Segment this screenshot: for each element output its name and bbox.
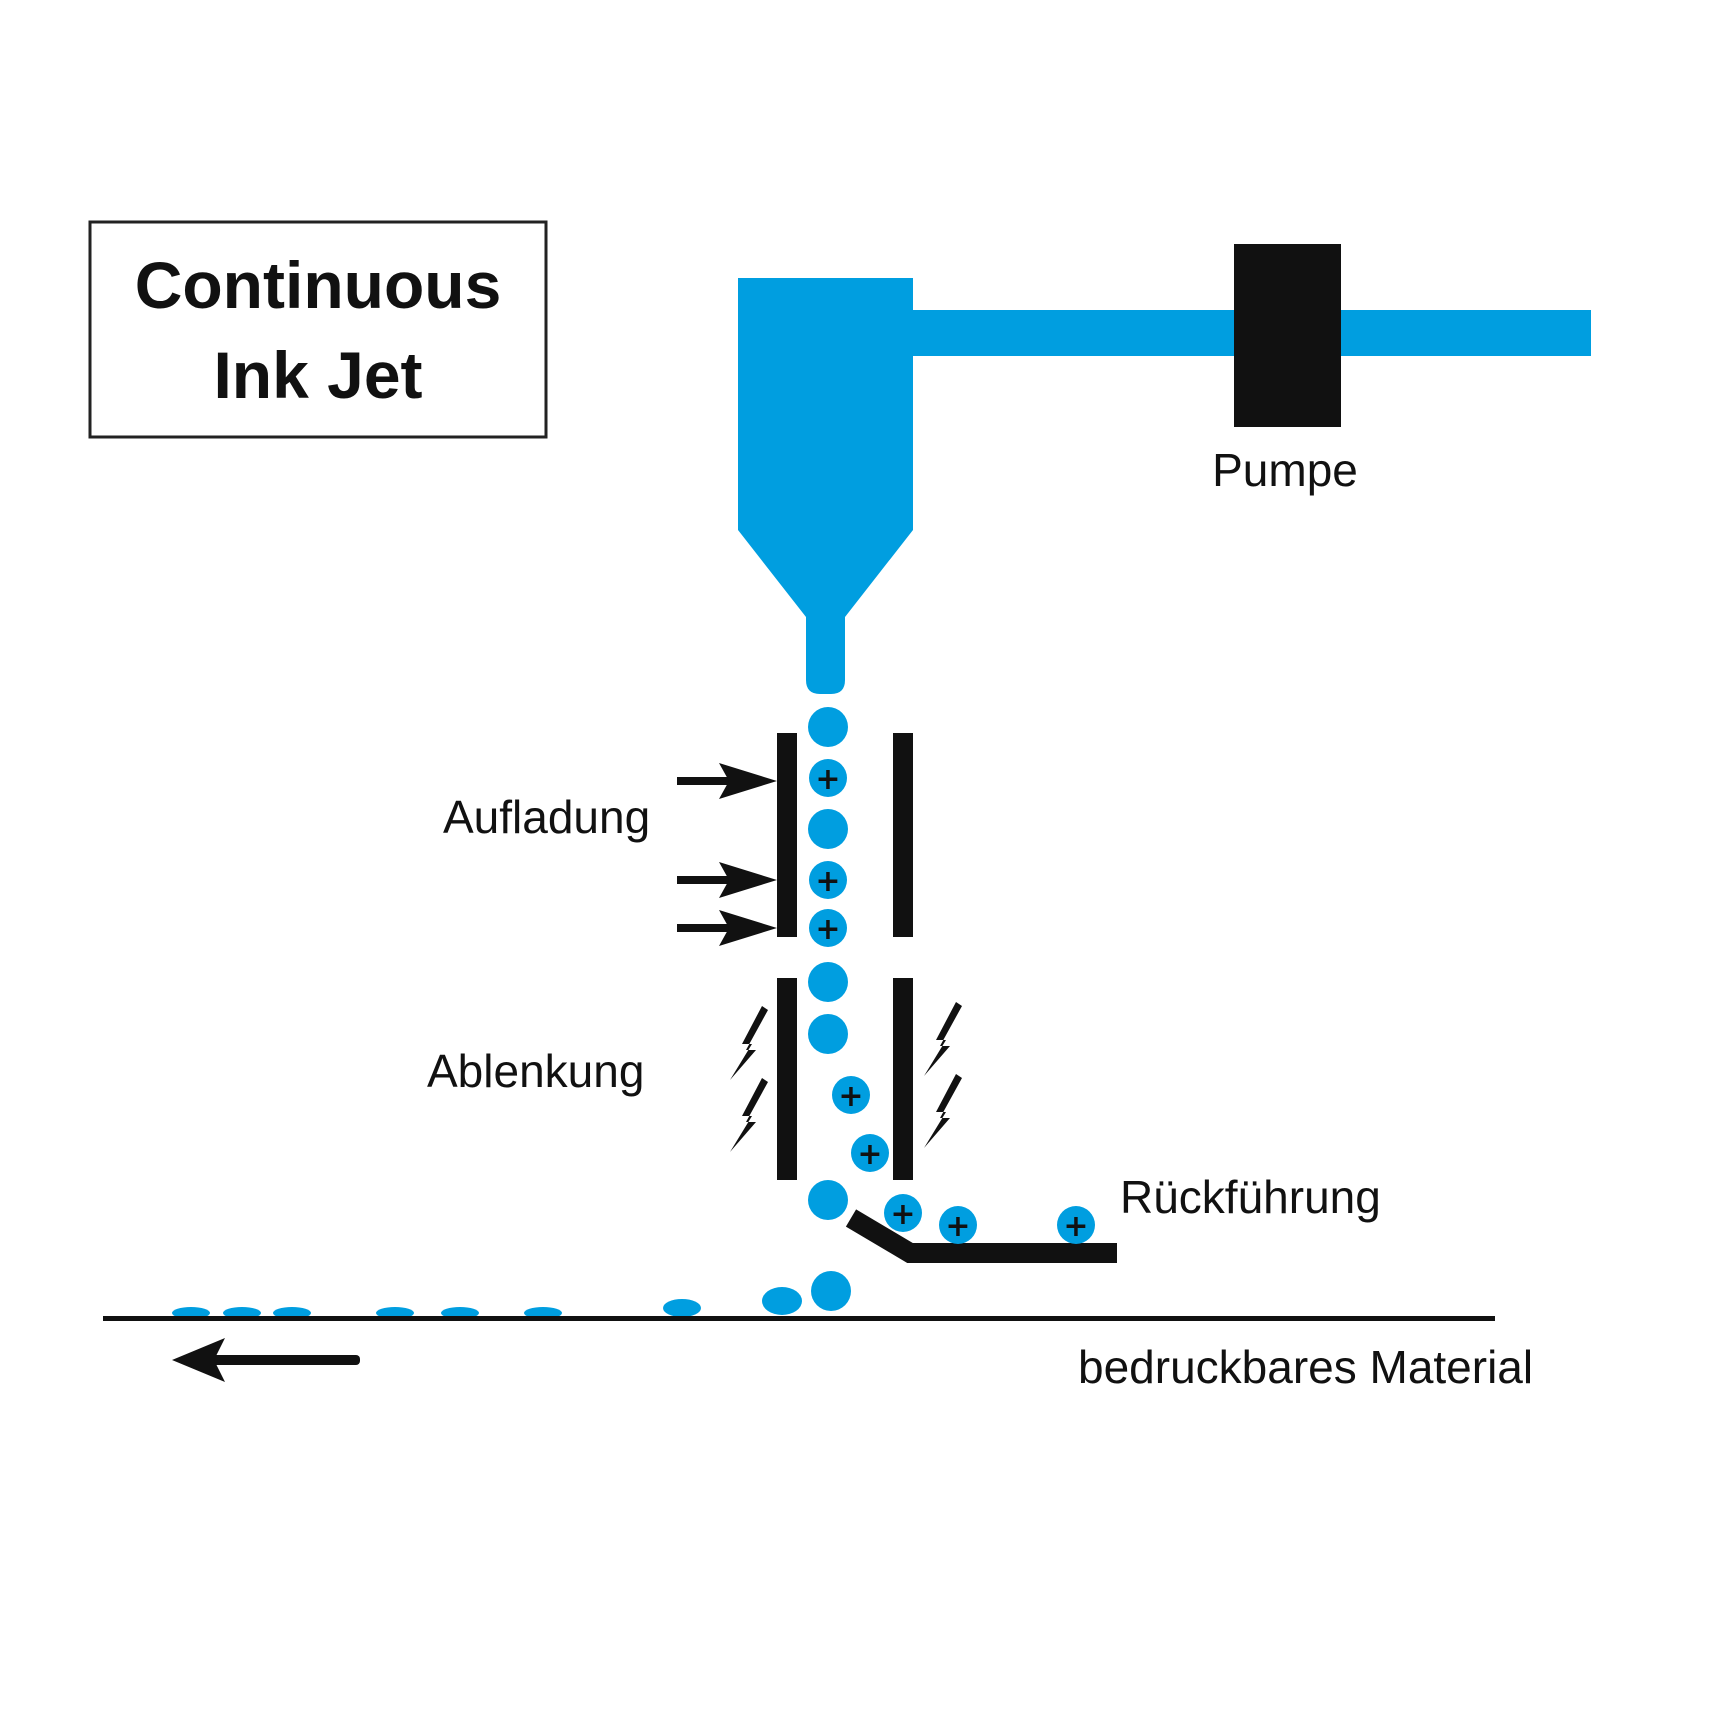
charged-droplet: + <box>809 861 847 899</box>
pump-label: Pumpe <box>1212 444 1358 496</box>
arrow-right-icon <box>677 862 777 898</box>
title-line-2: Ink Jet <box>213 338 422 412</box>
charged-droplet: + <box>851 1134 889 1172</box>
pump <box>1234 244 1341 427</box>
deflection-plate-right <box>893 978 913 1180</box>
arrow-right-icon <box>677 910 777 946</box>
charge-symbol: + <box>838 1079 863 1114</box>
arrow-left-icon <box>172 1338 360 1382</box>
lightning-icon <box>924 1074 962 1148</box>
charged-droplet: + <box>1057 1206 1095 1244</box>
ink-droplet <box>808 1014 848 1054</box>
ink-droplet <box>811 1271 851 1311</box>
charged-droplet: + <box>832 1076 870 1114</box>
charge-symbol: + <box>945 1209 970 1244</box>
arrow-right-icon <box>677 763 777 799</box>
substrate-line <box>103 1316 1495 1321</box>
print-head-nozzle <box>738 278 913 694</box>
lightning-icon <box>730 1006 768 1080</box>
charged-droplet: + <box>884 1194 922 1232</box>
ink-droplet <box>808 962 848 1002</box>
deflection-label: Ablenkung <box>427 1045 644 1097</box>
charged-droplet: + <box>809 759 847 797</box>
ink-droplet <box>808 1180 848 1220</box>
deflection-plate-left <box>777 978 797 1180</box>
return-gutter <box>845 1209 1117 1263</box>
ink-droplet <box>808 809 848 849</box>
ink-droplet <box>762 1287 802 1315</box>
substrate-label: bedruckbares Material <box>1078 1341 1533 1393</box>
charged-droplet: + <box>939 1206 977 1244</box>
charge-symbol: + <box>815 912 840 947</box>
title-line-1: Continuous <box>135 248 502 322</box>
lightning-icon <box>924 1002 962 1076</box>
return-label: Rückführung <box>1120 1171 1381 1223</box>
charge-symbol: + <box>815 864 840 899</box>
charge-symbol: + <box>815 762 840 797</box>
charge-symbol: + <box>857 1137 882 1172</box>
charged-droplet: + <box>809 909 847 947</box>
charging-electrode-right <box>893 733 913 937</box>
charging-label: Aufladung <box>443 791 650 843</box>
lightning-icon <box>730 1078 768 1152</box>
title-box: Continuous Ink Jet <box>88 220 548 439</box>
charge-symbol: + <box>1063 1209 1088 1244</box>
printed-dot <box>663 1299 701 1317</box>
charge-symbol: + <box>890 1197 915 1232</box>
ink-droplet <box>808 707 848 747</box>
charging-electrode-left <box>777 733 797 937</box>
